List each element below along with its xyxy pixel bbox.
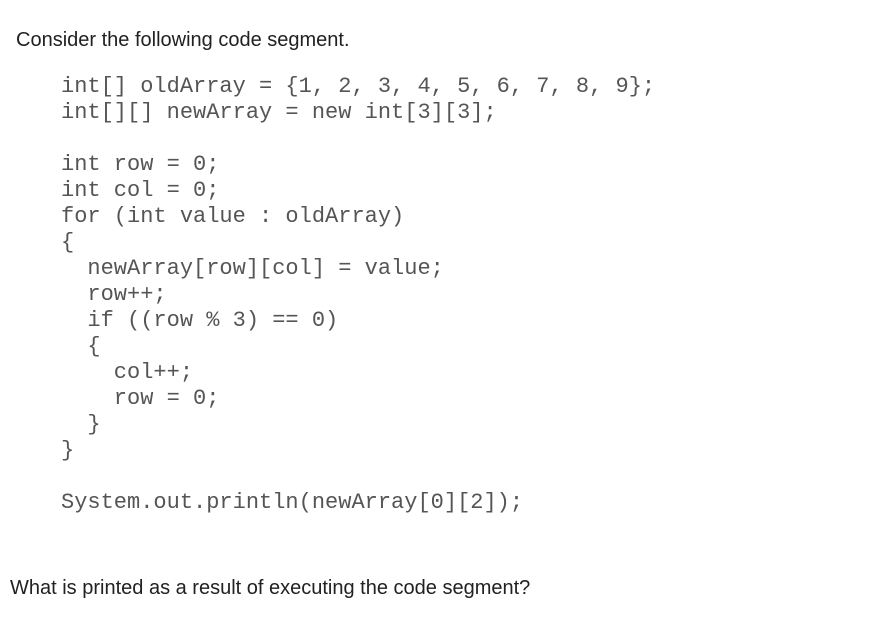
code-line: int[] oldArray = {1, 2, 3, 4, 5, 6, 7, 8…: [61, 74, 656, 99]
code-line: int row = 0;: [61, 152, 220, 177]
code-line: }: [61, 438, 75, 463]
code-line: if ((row % 3) == 0): [61, 308, 339, 333]
code-block: int[] oldArray = {1, 2, 3, 4, 5, 6, 7, 8…: [61, 74, 655, 516]
intro-text: Consider the following code segment.: [16, 29, 350, 51]
code-line: }: [61, 412, 101, 437]
code-line: {: [61, 230, 75, 255]
code-line: for (int value : oldArray): [61, 204, 405, 229]
code-line: col++;: [61, 360, 194, 385]
code-line: {: [61, 334, 101, 359]
code-line: [61, 126, 655, 152]
code-line: row = 0;: [61, 386, 220, 411]
code-line: System.out.println(newArray[0][2]);: [61, 490, 524, 515]
code-line: int col = 0;: [61, 178, 220, 203]
code-line: newArray[row][col] = value;: [61, 256, 444, 281]
code-line: row++;: [61, 282, 167, 307]
question-text: What is printed as a result of executing…: [10, 577, 531, 599]
code-line: [61, 464, 655, 490]
code-line: int[][] newArray = new int[3][3];: [61, 100, 497, 125]
